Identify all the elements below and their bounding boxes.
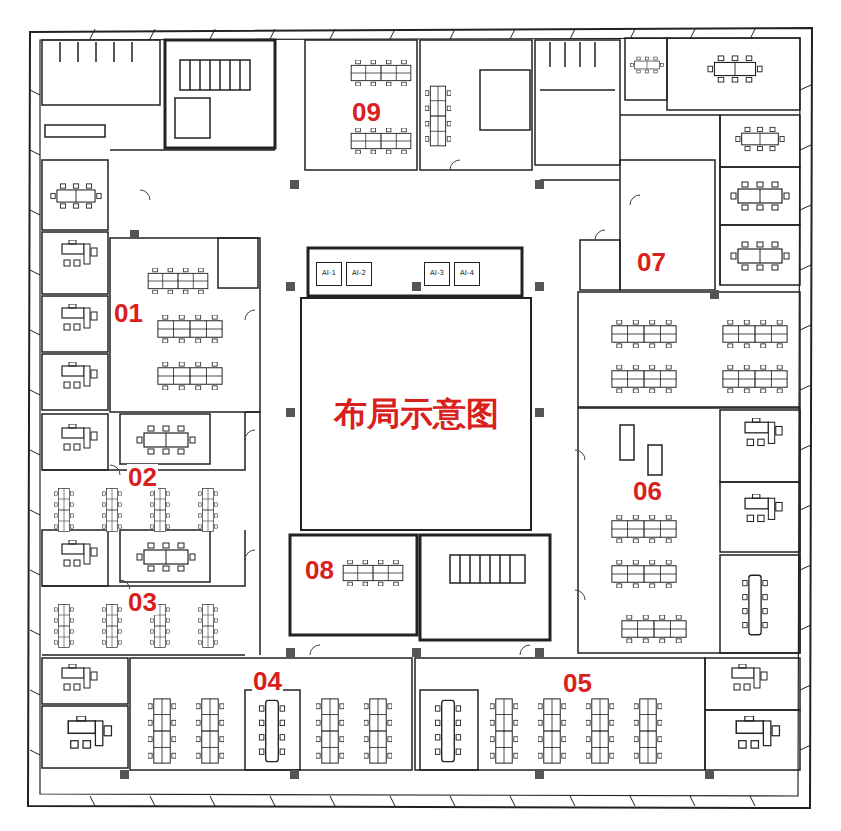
zone-number: 04: [252, 668, 283, 694]
doors: [110, 160, 640, 655]
elevator-box: AI-1: [316, 262, 342, 286]
box-label: AI-3: [430, 270, 444, 278]
box-label: 布局示意图: [334, 396, 499, 432]
box-label: AI-4: [460, 270, 474, 278]
zone-number: 02: [127, 464, 158, 490]
zone-number: 07: [636, 249, 667, 275]
columns: [120, 180, 719, 779]
zone-number: 09: [351, 99, 382, 125]
elevator-box: AI-4: [454, 262, 480, 286]
facade: [28, 28, 812, 808]
elevator-box: AI-3: [424, 262, 450, 286]
elevator-box: AI-2: [346, 262, 372, 286]
zone-number: 05: [562, 670, 593, 696]
zone-number: 08: [304, 557, 335, 583]
atrium-box: 布局示意图: [300, 297, 532, 531]
furniture: [51, 56, 789, 763]
zone-number: 03: [127, 589, 158, 615]
zone-number: 01: [113, 300, 144, 326]
zone-number: 06: [632, 478, 663, 504]
box-label: AI-2: [352, 270, 366, 278]
box-label: AI-1: [322, 270, 336, 278]
walls: [42, 38, 800, 770]
